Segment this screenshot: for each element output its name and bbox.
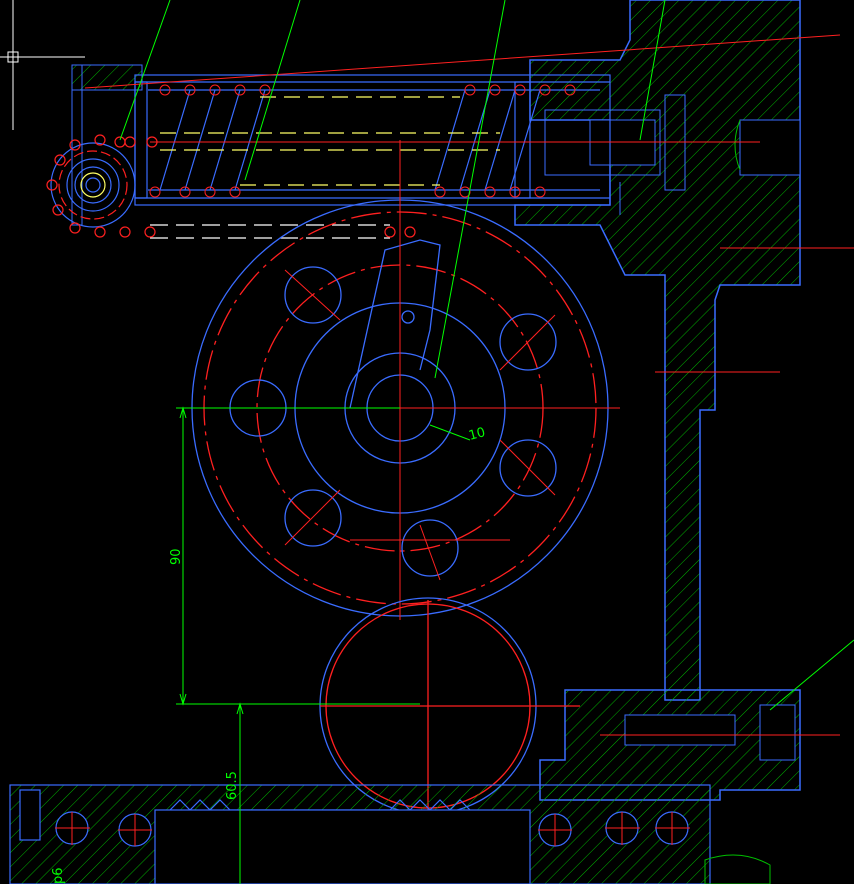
dimension-p6-label: p6: [51, 867, 66, 884]
left-bracket: [71, 64, 143, 226]
misc-center-lines: [84, 34, 854, 736]
right-housing: [514, 0, 801, 801]
dimension-90: [176, 406, 420, 706]
dimension-60-5: [236, 702, 244, 884]
leader-lines: [119, 0, 854, 711]
hidden-lines: [160, 96, 500, 186]
dimension-radius-label: 10: [467, 425, 487, 444]
chain-lower: [150, 224, 390, 239]
dimension-90-label: 90: [169, 548, 184, 565]
bearing-center-marks: [55, 812, 690, 846]
spring-coils: [159, 89, 541, 191]
spring-coil-sections: [149, 84, 576, 198]
dimension-60-5-label: 60.5: [225, 771, 240, 800]
bottom-rack: [9, 784, 711, 884]
crosshair-cursor-icon: [0, 0, 85, 130]
bottom-right-part: [704, 854, 771, 884]
sprocket: [46, 134, 416, 238]
